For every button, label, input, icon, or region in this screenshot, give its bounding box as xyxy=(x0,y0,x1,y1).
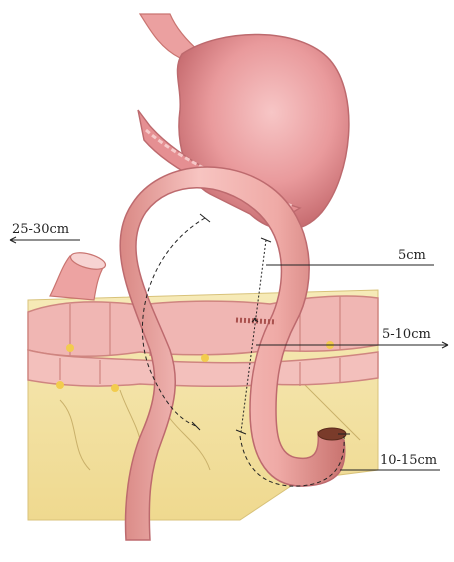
label-25-30cm: 25-30cm xyxy=(12,222,69,237)
label-10-15cm: 10-15cm xyxy=(380,453,437,468)
label-5cm: 5cm xyxy=(398,248,426,263)
colon xyxy=(28,296,378,386)
label-5-10cm: 5-10cm xyxy=(382,327,431,342)
